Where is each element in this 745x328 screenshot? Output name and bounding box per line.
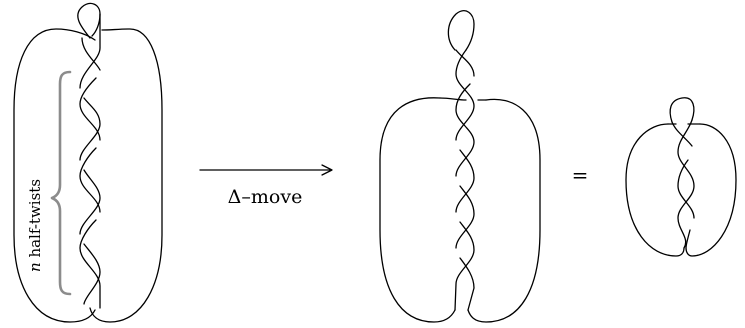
knot-middle-band-crossing — [439, 97, 487, 101]
knot-middle-twist-strand-a — [454, 49, 475, 311]
knot-middle-twist-strand-b — [455, 49, 475, 311]
delta-move-arrow: Δ–move — [199, 164, 333, 208]
knot-right-twist-strand-a — [677, 119, 695, 249]
knot-middle-outer-left-strand — [379, 97, 456, 323]
knot-middle-outer-right-strand — [467, 98, 541, 323]
arrow-head — [321, 164, 333, 176]
knot-middle — [379, 10, 541, 323]
twist-brace — [50, 70, 72, 296]
knot-left-top-loop — [77, 2, 101, 39]
knot-middle-top-loop — [447, 10, 475, 51]
twist-count-label: n half-twists — [26, 179, 44, 272]
knot-left-twist-strand-b — [79, 37, 101, 309]
knot-right-outer-left-strand — [625, 123, 685, 257]
knot-left-outer-left-strand — [13, 28, 96, 323]
knot-left-outer-right-strand — [89, 28, 163, 323]
knot-left — [13, 2, 163, 323]
equals-sign: = — [572, 163, 589, 187]
knot-left-twist-strand-a — [79, 13, 101, 305]
knot-right — [625, 97, 737, 257]
knot-right-top-loop — [669, 97, 695, 123]
arrow-label: Δ–move — [228, 186, 303, 208]
knot-right-twist-strand-b — [671, 121, 695, 249]
knot-right-outer-right-strand — [685, 123, 737, 257]
